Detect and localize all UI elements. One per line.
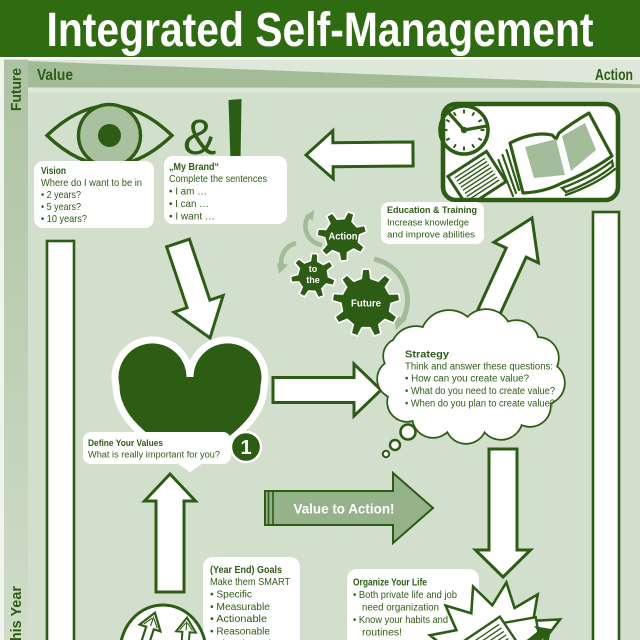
svg-text:(Year End) Goals Make them SMA: (Year End) Goals Make them SMART • Speci… <box>210 564 293 640</box>
svg-text:Future: Future <box>351 298 381 310</box>
svg-text:Define Your Values What is rea: Define Your Values What is really import… <box>88 438 220 460</box>
svg-text:&: & <box>183 109 216 165</box>
svg-text:This Year: This Year <box>9 586 25 640</box>
svg-text:Action: Action <box>329 232 358 243</box>
svg-text:1: 1 <box>240 437 251 459</box>
svg-text:Organize Your Life • Both priv: Organize Your Life • Both private life a… <box>353 577 460 640</box>
svg-text:Strategy Think and answer thes: Strategy Think and answer these question… <box>405 350 558 410</box>
svg-text:Education & Training Increase: Education & Training Increase knowledge … <box>387 205 480 240</box>
svg-text:Integrated Self-Management: Integrated Self-Management <box>47 4 594 57</box>
svg-text:Action: Action <box>595 67 633 84</box>
svg-text:Value: Value <box>37 67 73 84</box>
svg-text:Future: Future <box>9 68 25 111</box>
svg-text:„My Brand“ Complete the senten: „My Brand“ Complete the sentences • I am… <box>169 161 270 223</box>
svg-text:Value to Action!: Value to Action! <box>294 502 395 517</box>
svg-text:the: the <box>306 275 320 285</box>
svg-text:Vision Where do I want to be i: Vision Where do I want to be in • 2 year… <box>41 165 145 225</box>
svg-text:to: to <box>309 264 318 274</box>
